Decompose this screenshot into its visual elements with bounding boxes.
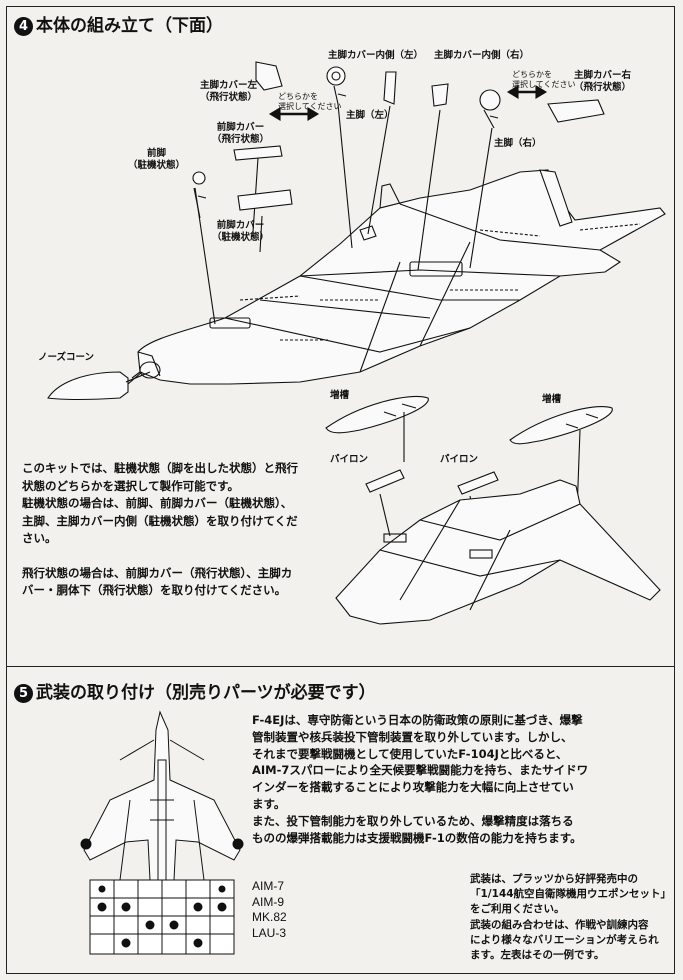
nose-cone-part	[47, 371, 143, 401]
label-nose-gear: 前脚 （駐機状態）	[128, 148, 186, 171]
label-choose-either-left: どちらかを 選択してください	[278, 92, 342, 111]
section-divider	[6, 666, 675, 667]
label-pylon-2: パイロン	[440, 454, 479, 465]
step5-number: 5	[14, 684, 33, 703]
step4-title: 本体の組み立て（下面）	[36, 16, 223, 36]
pylon-right	[457, 471, 499, 495]
label-main-cover-inner-right: 主脚カバー内側（右）	[434, 50, 530, 61]
aircraft-topview-illustration	[80, 710, 244, 955]
label-drop-tank-2: 増槽	[542, 394, 562, 405]
label-main-cover-left-flight: 主脚カバー左 （飛行状態）	[200, 80, 258, 103]
step4-instructions: このキットでは、駐機状態（脚を出した状態）と飛行 状態のどちらかを選択して製作可…	[22, 461, 298, 597]
aircraft-underside-small	[335, 479, 661, 625]
label-main-cover-right-flight: 主脚カバー右 （飛行状態）	[574, 70, 632, 93]
step5-note: 武装は、プラッツから好評発売中の 「1/144航空自衛隊機用ウエポンセット」 を…	[470, 873, 672, 962]
label-nose-cone: ノーズコーン	[38, 352, 95, 363]
drop-tank-right	[509, 406, 613, 445]
label-choose-either-right: どちらかを 選択してください	[512, 70, 576, 89]
label-drop-tank-1: 増槽	[330, 390, 350, 401]
label-pylon-1: パイロン	[330, 454, 369, 465]
step5-title: 武装の取り付け（別売りパーツが必要です）	[36, 683, 376, 703]
step4-number: 4	[14, 17, 33, 36]
drop-tank-left	[325, 395, 429, 434]
weapon-lau3: LAU-3	[252, 925, 287, 940]
weapon-aim7: AIM-7	[252, 879, 285, 893]
label-main-gear-left: 主脚（左）	[346, 110, 394, 121]
weapon-mk82: MK.82	[252, 910, 287, 924]
step5-body: F-4EJは、専守防衛という日本の防衛政策の原則に基づき、爆撃 管制装置や核兵装…	[252, 713, 589, 845]
label-main-gear-right: 主脚（右）	[494, 138, 542, 149]
weapon-list: AIM-7 AIM-9 MK.82 LAU-3	[252, 879, 287, 941]
weapon-aim9: AIM-9	[252, 894, 285, 909]
pylon-left	[365, 469, 405, 493]
aircraft-underside-illustration	[137, 169, 666, 385]
page-frame	[6, 6, 675, 974]
label-nose-cover-parked: 前脚カバー （駐機状態）	[212, 220, 270, 243]
label-main-cover-inner-left: 主脚カバー内側（左）	[328, 50, 424, 61]
label-nose-cover-flight: 前脚カバー （飛行状態）	[212, 122, 270, 145]
